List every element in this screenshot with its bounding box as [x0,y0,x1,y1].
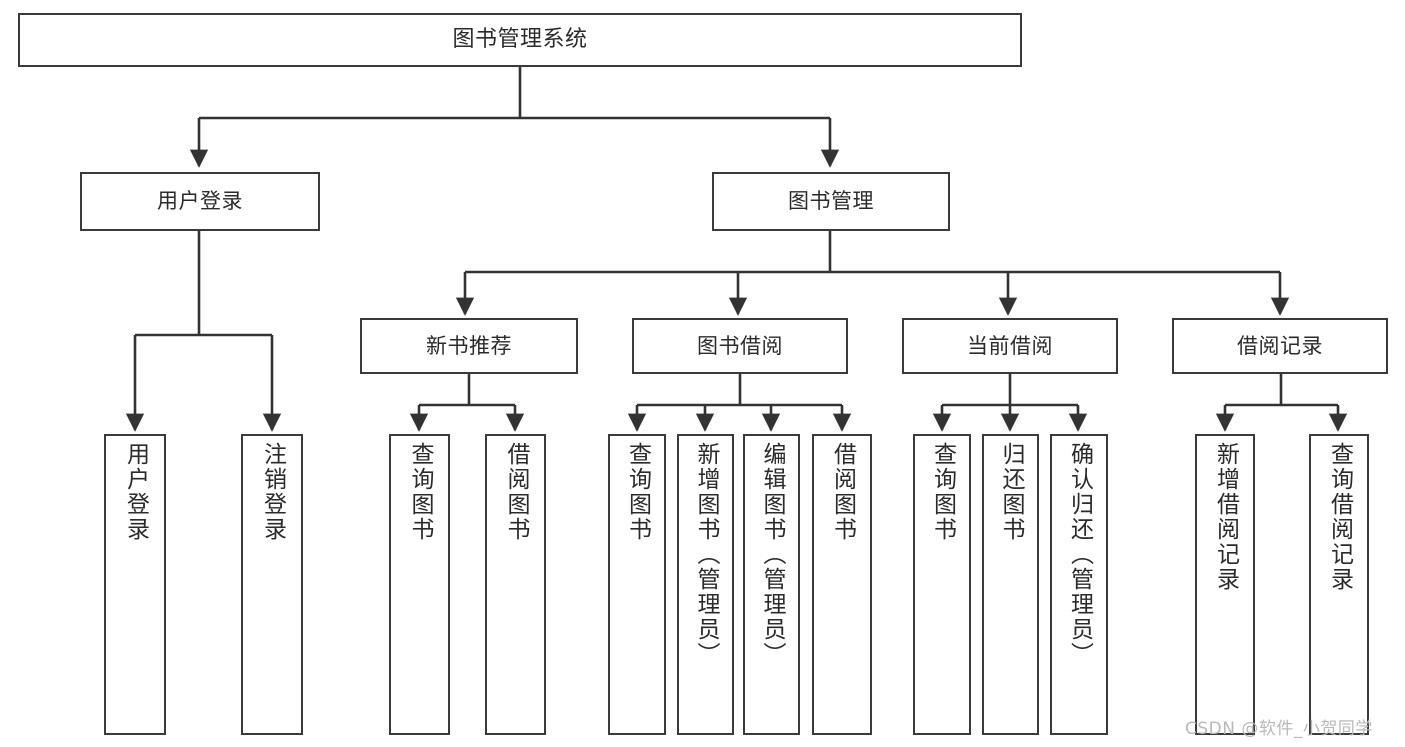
node-leaf-bb-borrow-book-label: 借阅图书 [829,442,856,542]
node-leaf-br-query-record-label: 查询借阅记录 [1326,442,1353,592]
node-current-borrow-label: 当前借阅 [967,333,1053,358]
node-leaf-cb-query-book-label: 查询图书 [929,442,956,542]
node-leaf-cb-confirm-return-label: 确认归还（管理员） [1066,442,1093,667]
node-leaf-bb-add-book-label: 新增图书（管理员） [693,442,719,667]
node-new-book-recommend-label: 新书推荐 [426,333,512,358]
node-new-book-recommend[interactable]: 新书推荐 [360,318,578,374]
node-borrow-record-label: 借阅记录 [1237,333,1323,358]
node-book-borrow-label: 图书借阅 [697,333,783,358]
node-leaf-nb-borrow-book-label: 借阅图书 [503,442,529,542]
node-leaf-bb-add-book[interactable]: 新增图书（管理员） [677,434,734,735]
node-borrow-record[interactable]: 借阅记录 [1172,318,1388,374]
node-leaf-br-add-record-label: 新增借阅记录 [1212,442,1239,592]
node-leaf-cb-return-book[interactable]: 归还图书 [982,434,1039,735]
node-leaf-cb-query-book[interactable]: 查询图书 [913,434,971,735]
node-leaf-nb-query-book-label: 查询图书 [407,442,433,542]
node-user-login-label: 用户登录 [157,189,243,214]
node-leaf-logout-label: 注销登录 [259,442,286,542]
node-leaf-user-login[interactable]: 用户登录 [104,434,166,735]
node-leaf-br-query-record[interactable]: 查询借阅记录 [1309,434,1369,735]
node-book-management-label: 图书管理 [788,189,874,214]
node-leaf-nb-query-book[interactable]: 查询图书 [389,434,450,735]
node-leaf-bb-borrow-book[interactable]: 借阅图书 [812,434,872,735]
node-book-management[interactable]: 图书管理 [712,172,950,231]
node-leaf-logout[interactable]: 注销登录 [241,434,303,735]
node-leaf-bb-edit-book[interactable]: 编辑图书（管理员） [743,434,800,735]
node-leaf-cb-confirm-return[interactable]: 确认归还（管理员） [1050,434,1108,735]
node-leaf-br-add-record[interactable]: 新增借阅记录 [1195,434,1255,735]
csdn-watermark: CSDN @软件_小贺同学 [1185,719,1373,739]
node-root-system[interactable]: 图书管理系统 [18,13,1022,67]
node-leaf-user-login-label: 用户登录 [122,442,149,542]
node-leaf-bb-query-book[interactable]: 查询图书 [608,434,666,735]
node-user-login[interactable]: 用户登录 [80,172,320,231]
node-leaf-cb-return-book-label: 归还图书 [998,442,1024,542]
node-book-borrow[interactable]: 图书借阅 [632,318,848,374]
node-leaf-nb-borrow-book[interactable]: 借阅图书 [485,434,546,735]
node-leaf-bb-edit-book-label: 编辑图书（管理员） [759,442,785,667]
node-leaf-bb-query-book-label: 查询图书 [624,442,651,542]
node-root-system-label: 图书管理系统 [452,27,588,53]
node-current-borrow[interactable]: 当前借阅 [902,318,1118,374]
